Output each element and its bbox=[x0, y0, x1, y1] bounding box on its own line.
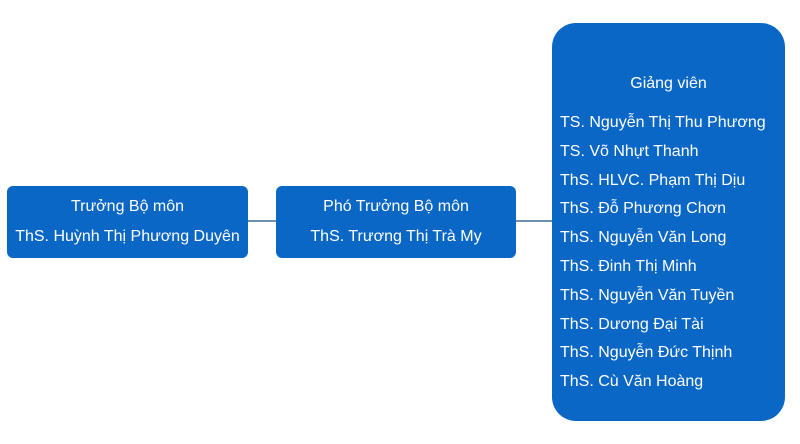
head-of-department-node: Trưởng Bộ môn ThS. Huỳnh Thị Phương Duyê… bbox=[7, 186, 248, 258]
deputy-head-node: Phó Trưởng Bộ môn ThS. Trương Thị Trà My bbox=[276, 186, 516, 258]
lecturer-item: ThS. Đinh Thị Minh bbox=[560, 257, 697, 275]
lecturer-item: TS. Võ Nhựt Thanh bbox=[560, 142, 699, 160]
lecturer-item: ThS. Nguyễn Văn Tuyền bbox=[560, 286, 735, 304]
connector-deputy-lecturers bbox=[516, 220, 552, 222]
head-name-label: ThS. Huỳnh Thị Phương Duyên bbox=[15, 228, 240, 245]
head-role-label: Trưởng Bộ môn bbox=[70, 198, 185, 215]
lecturer-item: TS. Nguyễn Thị Thu Phương bbox=[560, 114, 766, 131]
lecturer-item: ThS. HLVC. Phạm Thị Dịu bbox=[560, 171, 746, 189]
lecturer-item: ThS. Đỗ Phương Chơn bbox=[560, 200, 726, 218]
lecturer-item: ThS. Dương Đại Tài bbox=[560, 315, 704, 333]
connector-head-deputy bbox=[248, 220, 276, 222]
lecturers-list: TS. Nguyễn Thị Thu Phương TS. Võ Nhựt Th… bbox=[560, 109, 785, 397]
lecturer-item: ThS. Cù Văn Hoàng bbox=[560, 373, 704, 391]
lecturers-title: Giảng viên bbox=[630, 75, 707, 92]
deputy-name-label: ThS. Trương Thị Trà My bbox=[310, 228, 482, 245]
lecturer-item: ThS. Nguyễn Văn Long bbox=[560, 229, 727, 247]
deputy-role-label: Phó Trưởng Bộ môn bbox=[323, 198, 469, 215]
lecturers-node: Giảng viên TS. Nguyễn Thị Thu Phương TS.… bbox=[552, 23, 785, 421]
lecturer-item: ThS. Nguyễn Đức Thịnh bbox=[560, 344, 733, 362]
